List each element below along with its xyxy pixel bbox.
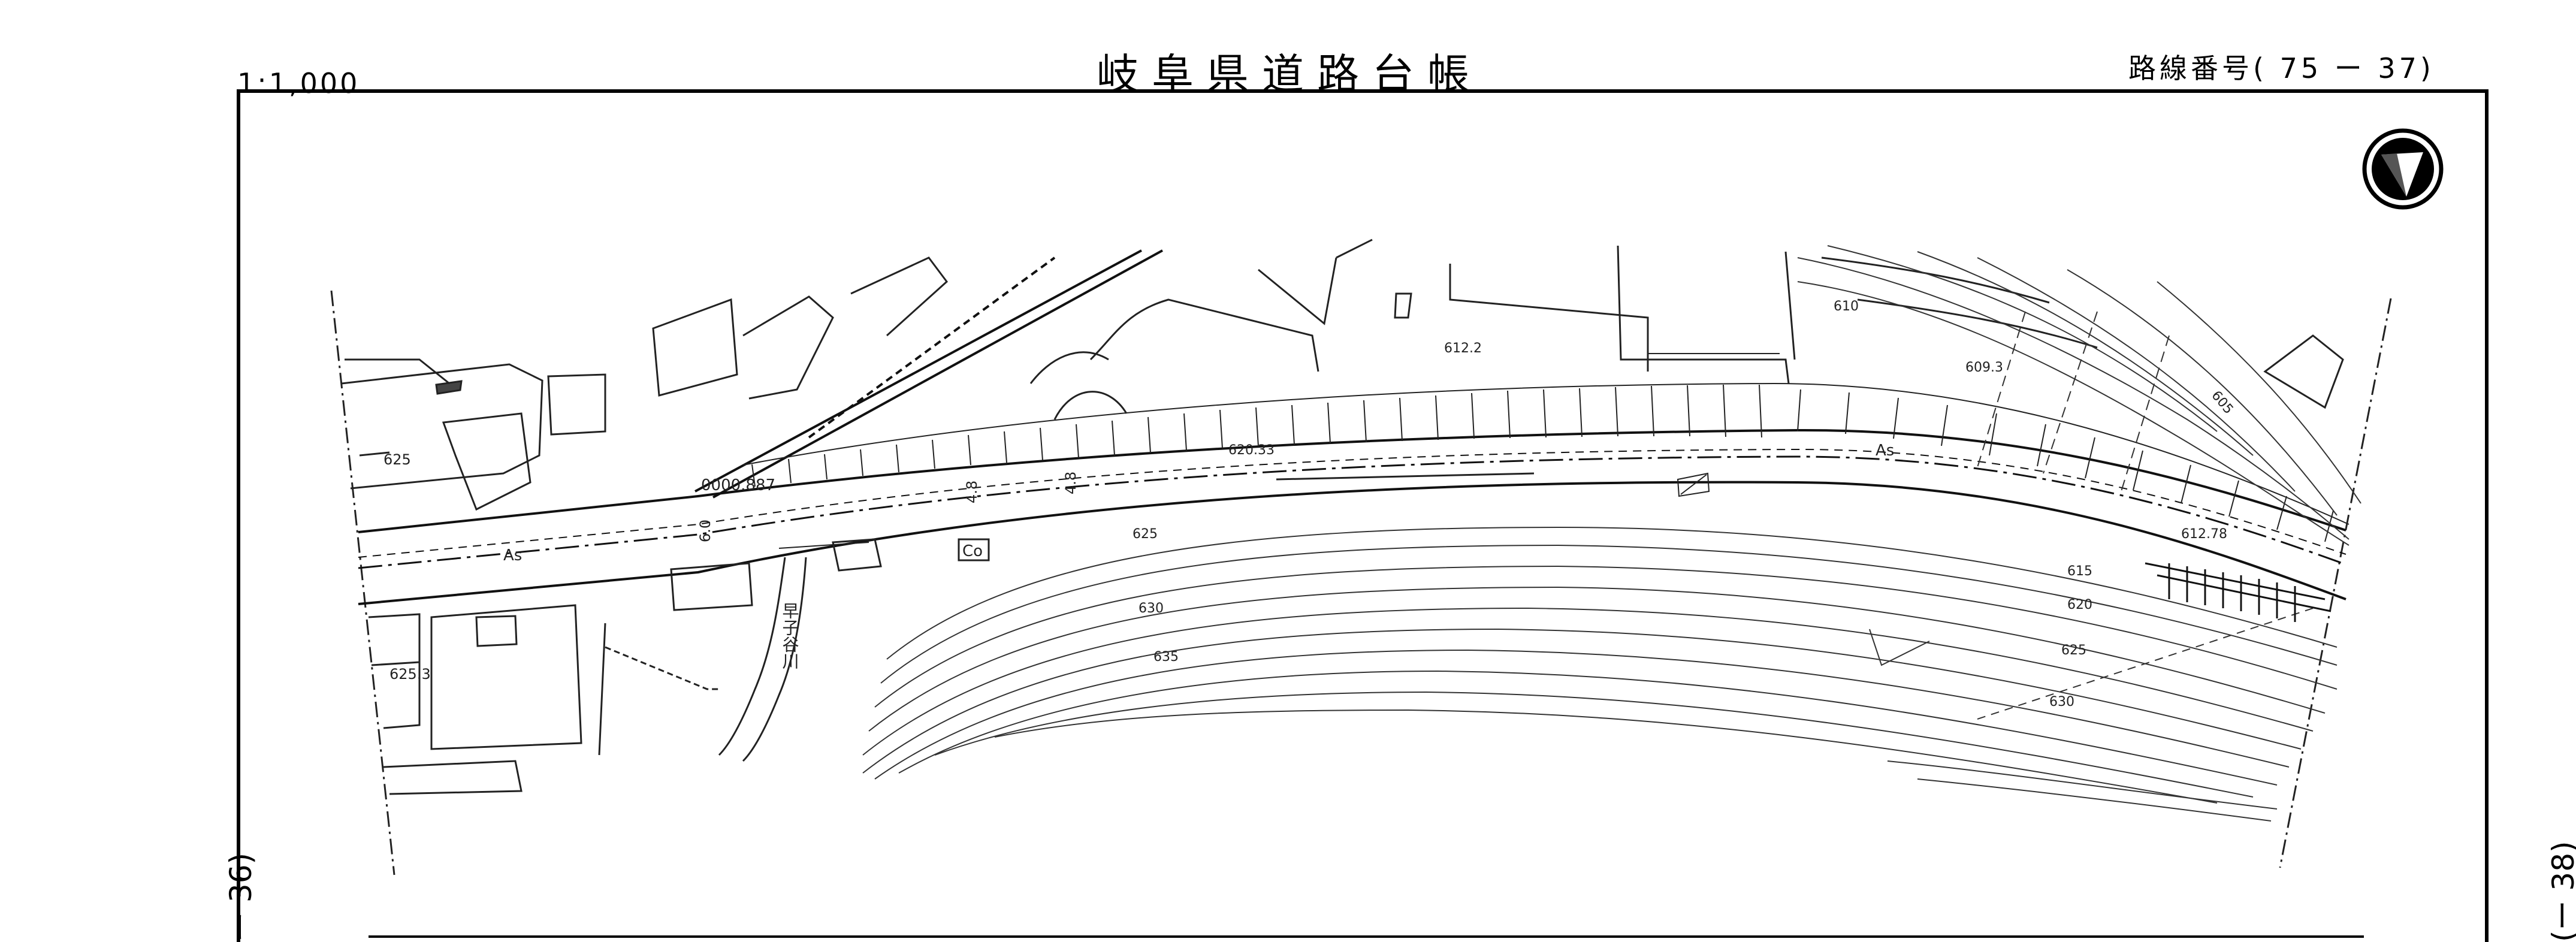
road-shoulder-line [358,448,2347,558]
contour-label-630-east: 630 [2049,695,2074,709]
map-labels: 0000.887 As As 4.8 4.8 6.0 620.33 612.78… [383,299,2236,709]
material-box-label: Co [962,542,983,560]
width-label-1: 4.8 [964,481,980,503]
parcels-southwest [368,562,753,795]
contours-south [862,526,2338,822]
spot-height-3: 612.2 [1444,341,1482,356]
map-frame [237,89,2489,942]
origin-marker-label: 0000.887 [701,476,775,494]
route-number-label: 路線番号( 75 ー 37) [2128,52,2435,84]
contours-northeast [1797,245,2361,546]
contour-label-615: 615 [2067,564,2092,579]
pavement-label-west: As [503,547,522,564]
spot-height-4: 609.3 [1965,360,2003,375]
small-river-channel [718,538,882,762]
contour-label-620: 620 [2067,597,2092,612]
contour-label-625-east: 625 [2061,643,2086,658]
road-south-edge [358,481,2347,605]
parcels-north [1029,238,2344,420]
spot-height-2: 612.78 [2181,527,2227,542]
width-label-2: 4.8 [1062,472,1079,494]
main-road [358,428,2347,605]
pavement-label-east: As [1876,442,1894,460]
width-label-3: 6.0 [697,520,714,542]
river-name-label: 早子谷川 [780,602,800,669]
contour-label-630-west: 630 [1138,601,1164,616]
road-north-edge [358,428,2347,533]
northwest-approach-road [694,249,1163,499]
road-centerline [358,455,2347,569]
contour-label-635: 635 [1153,650,1179,665]
retaining-wall-hatching [742,382,2349,542]
map-symbols [958,472,1710,561]
spot-height-5: 625 [383,451,411,468]
spot-height-6: 625.3 [389,666,431,683]
spot-height-1: 620.33 [1228,443,1275,458]
north-arrow-icon [2362,128,2444,210]
contour-label-605: 605 [2208,388,2236,417]
scale-label: 1:1,000 [237,67,360,99]
contour-label-610: 610 [1834,299,1859,314]
map-extent-lines [330,290,2392,875]
parcels-northwest [341,256,949,511]
contour-label-625-west: 625 [1133,527,1158,542]
east-structure [2145,562,2332,622]
